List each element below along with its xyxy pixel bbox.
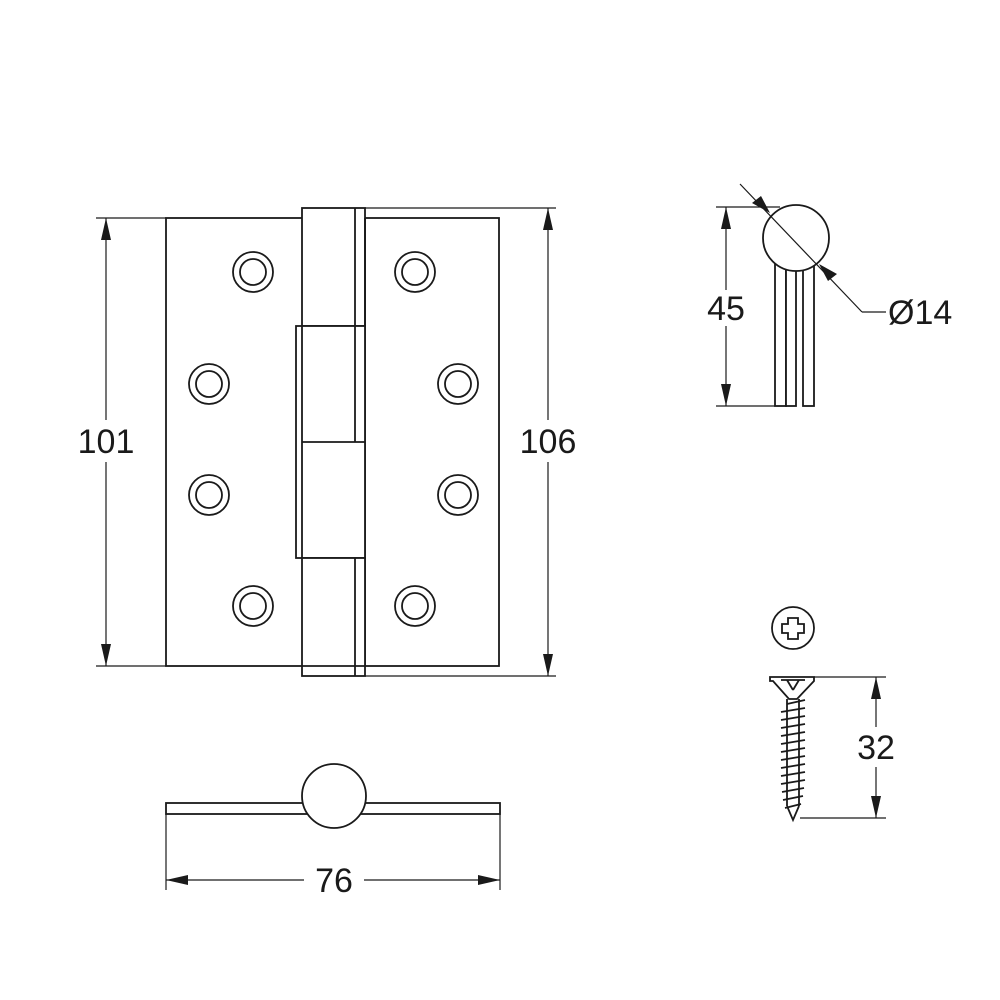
hinge-side-view [762, 204, 830, 407]
screw-head-view [771, 606, 815, 650]
dimension-label-diameter-14: Ø14 [888, 294, 952, 332]
dimension-106: 106 [365, 207, 577, 677]
dimension-label-45: 45 [707, 290, 745, 328]
dimension-label-106: 106 [520, 423, 577, 461]
dimension-label-76: 76 [315, 862, 353, 900]
screw-hole [437, 363, 479, 405]
dimension-45: 45 [707, 206, 780, 407]
screw-hole [232, 585, 274, 627]
hinge-front-view [165, 207, 500, 677]
left-leaf [165, 217, 305, 667]
hinge-top-view [165, 763, 501, 829]
dimension-76: 76 [165, 814, 501, 900]
screw-hole [437, 474, 479, 516]
dimension-label-32: 32 [857, 729, 895, 767]
dimension-label-101: 101 [78, 423, 135, 461]
dimension-diameter-14: Ø14 [739, 183, 952, 332]
dimension-32: 32 [800, 676, 895, 819]
screw-hole [232, 251, 274, 293]
screw-hole [394, 251, 436, 293]
screw-hole [188, 474, 230, 516]
knuckle-circle [301, 763, 367, 829]
screw-hole [188, 363, 230, 405]
screw-side-view [769, 676, 815, 823]
screw-hole [394, 585, 436, 627]
screw-threads [780, 699, 806, 809]
dimension-101: 101 [78, 217, 166, 667]
right-leaf [364, 217, 500, 667]
side-knuckle-circle [762, 204, 830, 272]
